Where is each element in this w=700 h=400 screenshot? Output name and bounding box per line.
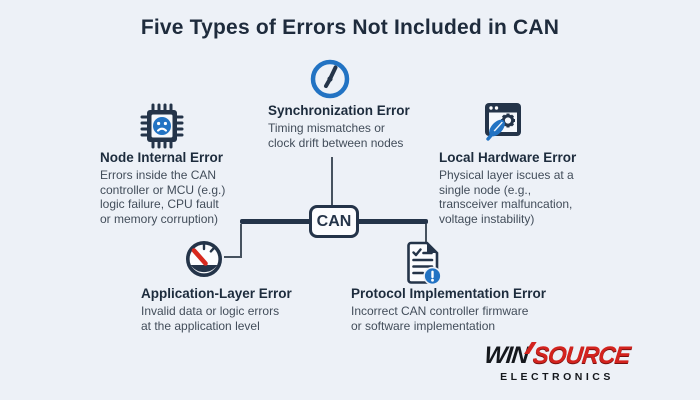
logo-subtitle: ELECTRONICS xyxy=(500,371,614,383)
connector-sync-to-can xyxy=(331,157,333,207)
connector-protocol-vertical xyxy=(425,224,427,246)
gauge-icon xyxy=(184,239,224,284)
error-desc-node-internal: Errors inside the CAN controller or MCU … xyxy=(100,168,226,226)
document-alert-icon xyxy=(404,240,444,293)
chip-sad-face-icon xyxy=(139,102,186,155)
error-heading-local-hardware: Local Hardware Error xyxy=(439,150,577,165)
clock-icon xyxy=(308,57,352,106)
error-heading-synchronization: Synchronization Error xyxy=(268,103,410,118)
page-title: Five Types of Errors Not Included in CAN xyxy=(140,16,560,39)
winsource-wordmark: WINSOURCE xyxy=(461,342,654,370)
logo-source-text: SOURCE xyxy=(531,342,632,369)
error-desc-local-hardware: Physical layer iscues at a single node (… xyxy=(439,168,574,226)
error-heading-application-layer: Application-Layer Error xyxy=(141,286,292,301)
logo-win-text: WIN xyxy=(482,342,530,369)
window-gear-wrench-icon xyxy=(480,99,525,151)
connector-app-vertical xyxy=(240,224,242,257)
connector-app-horizontal xyxy=(224,256,242,258)
error-desc-protocol-implementation: Incorrect CAN controller firmware or sof… xyxy=(351,304,529,333)
can-node: CAN xyxy=(309,205,359,238)
error-desc-application-layer: Invalid data or logic errors at the appl… xyxy=(141,304,280,333)
error-desc-synchronization: Timing mismatches or clock drift between… xyxy=(268,121,404,150)
error-heading-protocol-implementation: Protocol Implementation Error xyxy=(351,286,547,301)
error-heading-node-internal: Node Internal Error xyxy=(100,150,224,165)
winsource-logo: WINSOURCE ELECTRONICS xyxy=(462,342,652,383)
can-label: CAN xyxy=(316,212,352,230)
